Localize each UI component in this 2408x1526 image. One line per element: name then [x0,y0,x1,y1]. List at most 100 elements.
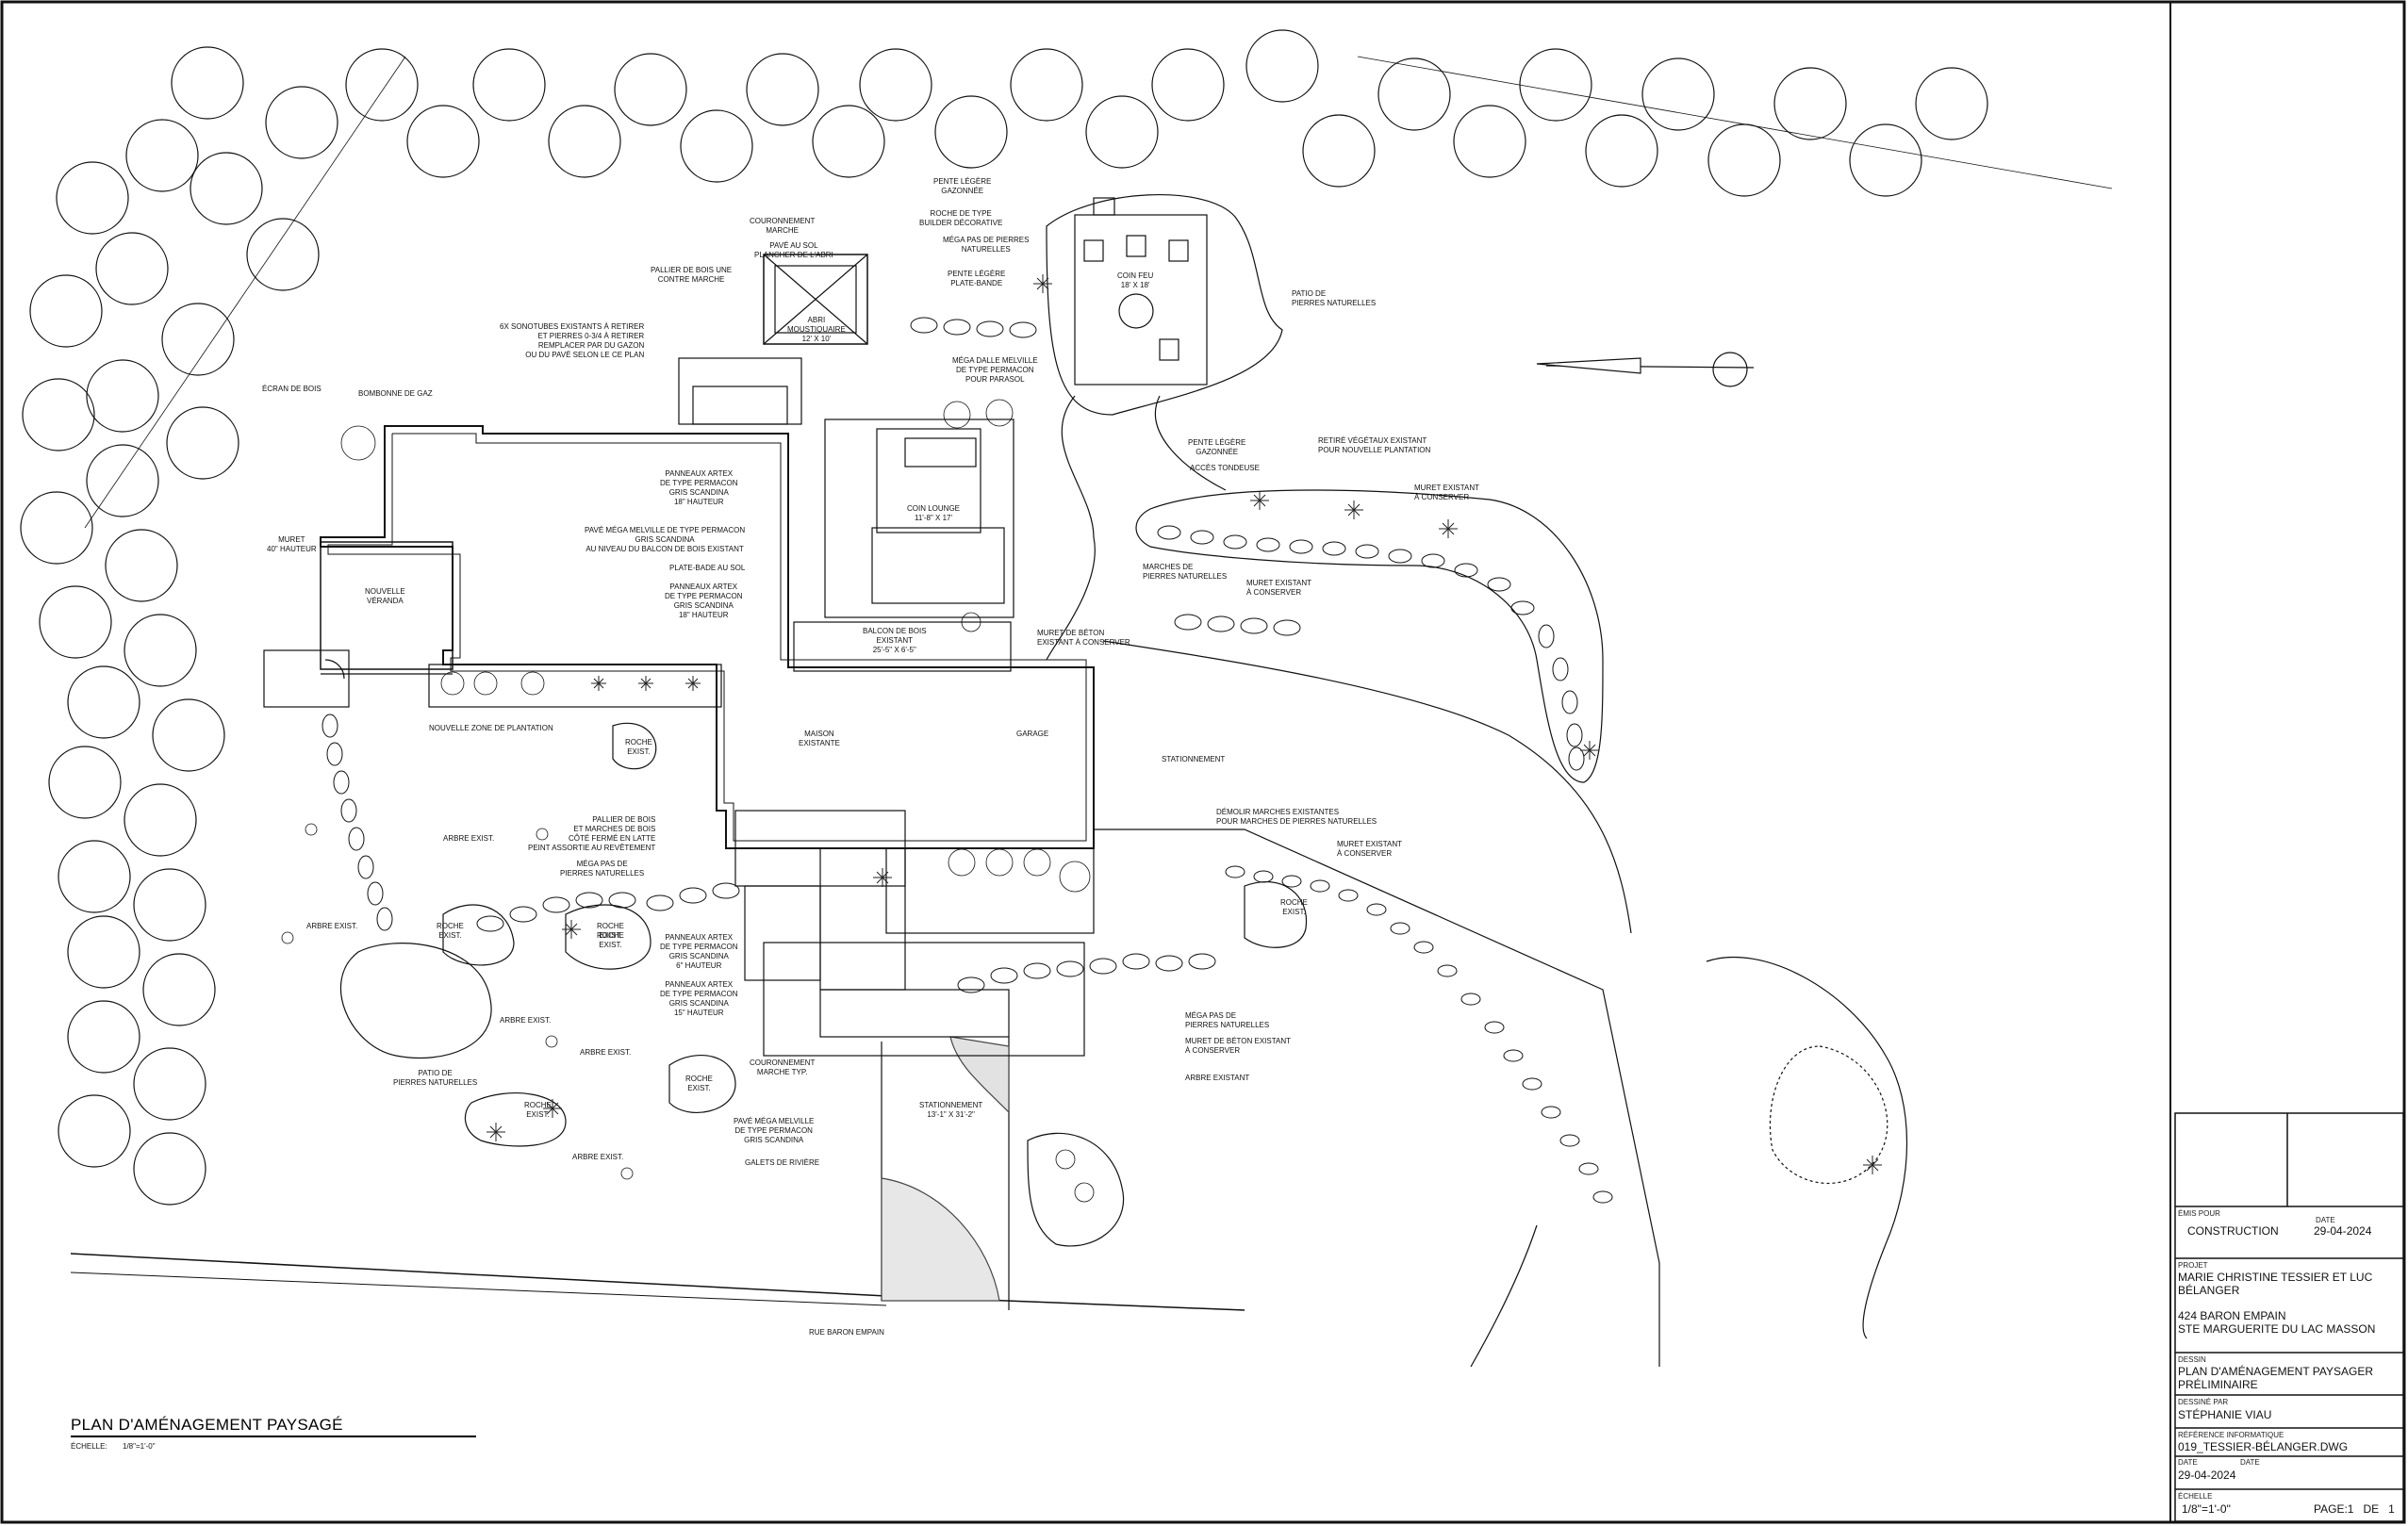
planting-bed [428,664,722,708]
label-roche-exist-3: ROCHE EXIST. [597,922,624,940]
tb-dessin: PLAN D'AMÉNAGEMENT PAYSAGER PRÉLIMINAIRE [2178,1365,2374,1391]
rock-bed-3 [464,1092,567,1147]
label-roche-exist-4: ROCHE EXIST. [597,931,624,949]
label-muret-existant-mid: MURET EXISTANT À CONSERVER [1246,579,1312,597]
parking-hatch [881,1177,1000,1302]
label-pallier-marches: PALLIER DE BOIS ET MARCHES DE BOIS CÔTÉ … [528,815,656,852]
house-inner [327,433,1087,842]
label-roche-builder: ROCHE DE TYPE BUILDER DÉCORATIVE [919,209,1003,227]
label-panneaux-artex-3: PANNEAUX ARTEX DE TYPE PERMACON GRIS SCA… [660,933,738,970]
label-galets: GALETS DE RIVIÈRE [745,1158,820,1167]
plant-star-symbols [487,274,1882,1174]
label-retrait-vegetaux: RETIRÉ VÉGÉTAUX EXISTANT POUR NOUVELLE P… [1318,436,1431,454]
label-panneaux-artex-2: PANNEAUX ARTEX DE TYPE PERMACON GRIS SCA… [665,583,743,619]
label-marches-pierres: MARCHES DE PIERRES NATURELLES [1143,563,1228,581]
tb-date: 29-04-2024 [2314,1224,2372,1238]
fire-pit-chairs [1083,197,1189,361]
label-muret-beton-bottom: MURET DE BÉTON EXISTANT À CONSERVER [1185,1037,1292,1055]
tb-projet-label: PROJET [2178,1261,2208,1270]
plant-symbols [281,399,1095,1203]
right-planting-bed [1135,489,1604,783]
label-couronnement-typ: COURONNEMENT MARCHE TYP. [750,1058,816,1076]
label-patio-pierres-top: PATIO DE PIERRES NATURELLES [1292,289,1377,307]
rock-bed-1 [442,904,515,966]
label-arbre-existant: ARBRE EXISTANT [1185,1074,1250,1082]
label-maison: MAISON EXISTANTE [799,730,840,747]
label-muret-existant-3: MURET EXISTANT À CONSERVER [1337,840,1403,858]
tb-date2-label-b: DATE [2240,1458,2260,1467]
tb-date2-label: DATE [2178,1458,2198,1467]
title-block: ÉMIS POUR CONSTRUCTION DATE 29-04-2024 P… [2174,1112,2404,1522]
label-roche-exist-6: ROCHE EXIST. [524,1101,552,1119]
tb-reference-label: RÉFÉRENCE INFORMATIQUE [2178,1431,2284,1439]
label-mega-pas-right: MÉGA PAS DE PIERRES NATURELLES [1185,1011,1270,1029]
tb-date2: 29-04-2024 [2178,1469,2236,1482]
label-panneaux-artex-1: PANNEAUX ARTEX DE TYPE PERMACON GRIS SCA… [660,469,738,506]
tb-emis-pour: CONSTRUCTION [2187,1224,2279,1238]
label-arbre-exist-5: ARBRE EXIST. [572,1153,624,1161]
rock-bed-2 [565,904,651,970]
label-mega-dalle: MÉGA DALLE MELVILLE DE TYPE PERMACON POU… [952,356,1038,384]
label-rue: RUE BARON EMPAIN [809,1328,884,1337]
tb-page: PAGE:1 DE 1 [2314,1502,2395,1516]
label-pave-au-sol: PAVÉ AU SOL PLANCHER DE L'ABRI [754,241,833,259]
scale-label: ÉCHELLE: [71,1442,107,1451]
label-pave-mega-2: PAVÉ MÉGA MELVILLE DE TYPE PERMACON GRIS… [734,1117,815,1144]
fire-pit-area [1046,194,1283,416]
tb-echelle-label: ÉCHELLE [2178,1492,2213,1501]
existing-tree-circles [20,29,1988,1206]
stone-wall-right [1157,525,1613,1204]
label-pente-plate-bande: PENTE LÉGÈRE PLATE-BANDE [948,270,1006,287]
planting-bed-bottom [1027,1132,1125,1247]
label-acces-tondeuse: ACCÈS TONDEUSE [1190,464,1260,472]
driveway-right [1094,829,1660,1367]
label-sonotubes: 6X SONOTUBES EXISTANTS À RETIRER ET PIER… [500,322,645,359]
label-muret-existant-right: MURET EXISTANT À CONSERVER [1414,484,1480,501]
drawing-title: PLAN D'AMÉNAGEMENT PAYSAGÉ [71,1416,343,1434]
label-plate-bande-sol: PLATE-BADE AU SOL [669,564,746,572]
big-tree-area [1706,957,1907,1339]
rock-bed-right [1244,881,1308,948]
diagonal-line [84,56,406,529]
label-balcon-bois: BALCON DE BOIS EXISTANT 25'-5" X 6'-5" [863,627,927,654]
label-abri: ABRI MOUSTIQUAIRE 12' X 10' [787,316,846,343]
lounge-area [824,418,1014,618]
label-panneaux-artex-4: PANNEAUX ARTEX DE TYPE PERMACON GRIS SCA… [660,980,738,1017]
abri-structure [763,254,868,345]
rock-bed-5 [612,722,657,770]
label-couronnement-marche: COURONNEMENT MARCHE [750,217,816,235]
label-pente-gazonnee: PENTE LÉGÈRE GAZONNÉE [933,177,992,195]
property-line [70,1253,1245,1311]
label-stationnement-right: STATIONNEMENT [1162,755,1226,763]
label-pave-mega-melville: PAVÉ MÉGA MELVILLE DE TYPE PERMACON GRIS… [585,526,746,553]
north-arrow-icon [1536,352,1755,387]
stepping-stones-left [322,317,1301,993]
tb-reference: 019_TESSIER-BÉLANGER.DWG [2178,1440,2349,1453]
street-line [70,1272,887,1306]
tb-dessine-par-label: DESSINÉ PAR [2178,1398,2229,1406]
tb-echelle: 1/8"=1'-0" [2182,1502,2231,1516]
label-muret-40: MURET 40" HAUTEUR [267,535,317,553]
label-patio-pierres-left: PATIO DE PIERRES NATURELLES [393,1069,478,1087]
label-ecran-bois: ÉCRAN DE BOIS [262,385,322,393]
scale-value: 1/8"=1'-0" [123,1442,156,1451]
label-roche-exist-7: ROCHE EXIST. [1280,898,1308,916]
tb-emis-pour-label: ÉMIS POUR [2178,1209,2220,1218]
label-arbre-exist-1: ARBRE EXIST. [443,834,495,843]
veranda-box [320,541,454,670]
diagonal-line-top [1357,56,2113,189]
title-underline [71,1436,476,1437]
label-demolir-marches: DÉMOLIR MARCHES EXISTANTES POUR MARCHES … [1216,808,1377,826]
label-nouvelle-veranda: NOUVELLE VÉRANDA [365,587,405,605]
rock-bed-4 [668,1055,736,1113]
tb-projet: MARIE CHRISTINE TESSIER ET LUC BÉLANGER [2178,1271,2373,1297]
label-mega-pas-top: MÉGA PAS DE PIERRES NATURELLES [943,236,1030,254]
label-roche-exist-1: ROCHE EXIST. [625,738,652,756]
tb-dessin-label: DESSIN [2178,1355,2206,1364]
tb-adresse: 424 BARON EMPAIN STE MARGUERITE DU LAC M… [2178,1309,2376,1336]
label-roche-exist-5: ROCHE EXIST. [685,1075,713,1092]
label-bombonne: BOMBONNE DE GAZ [358,389,433,398]
tb-dessine-par: STÉPHANIE VIAU [2178,1408,2272,1421]
